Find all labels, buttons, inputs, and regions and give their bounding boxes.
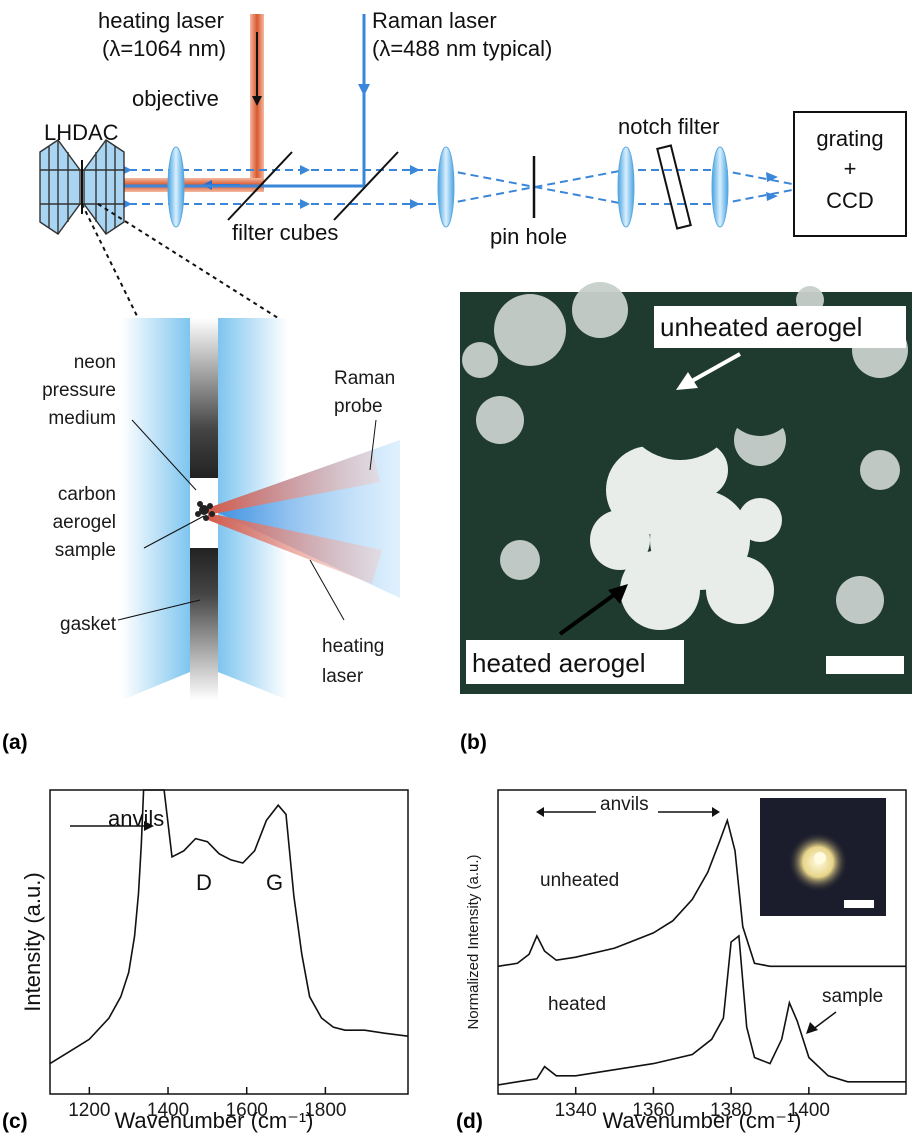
- chart-d-frame: [497, 789, 907, 1095]
- chart-c-xtick-label-0: 1200: [68, 1100, 110, 1121]
- chart-c-xlabel: Wavenumber (cm⁻¹): [114, 1108, 313, 1133]
- chart-d-xtick-label-1: 1360: [632, 1100, 674, 1121]
- gasket-label: gasket: [60, 614, 117, 635]
- lens-3: [617, 146, 635, 228]
- scale-bar: [826, 656, 904, 674]
- heating-laser-beam-red-1: [208, 450, 380, 515]
- raman-probe-label-1: Raman: [334, 368, 395, 389]
- heating-laser-detail-label-1: heating: [322, 636, 384, 657]
- notch-filter-label: notch filter: [618, 114, 720, 139]
- panel-label-b: (b): [460, 731, 487, 754]
- lens-2: [437, 146, 455, 228]
- chart-c-series-line: [49, 789, 409, 1065]
- chart-c: 1200 1400 1600 1800 anvils D G Wavenumber (…: [20, 789, 409, 1133]
- raman-wavelength-label: (λ=488 nm typical): [372, 36, 552, 61]
- sample-label-1: carbon: [58, 484, 116, 505]
- chart-c-d-label: D: [196, 870, 212, 895]
- chart-d-series-heated: [497, 934, 906, 1086]
- chart-c-ylabel: Intensity (a.u.): [20, 872, 45, 1011]
- neon-label-2: pressure: [42, 380, 116, 401]
- objective-label: objective: [132, 86, 219, 111]
- unheated-label-bg: [654, 306, 906, 348]
- objective-lens: [167, 146, 185, 228]
- raman-probe-label-2: probe: [334, 396, 383, 417]
- lhdac-label: LHDAC: [44, 120, 119, 145]
- lens-4: [711, 146, 729, 228]
- gasket-top: [190, 318, 218, 478]
- heating-laser-label: heating laser: [98, 8, 224, 33]
- chart-d-unheated-label: unheated: [540, 870, 619, 891]
- grating-ccd-box: [793, 111, 907, 237]
- chart-c-g-label: G: [266, 870, 283, 895]
- panel-label-c: (c): [2, 1110, 28, 1133]
- chart-d-xtick-label-3: 1400: [788, 1100, 830, 1121]
- pin-hole-label: pin hole: [490, 224, 567, 249]
- grating-label: grating: [816, 126, 883, 151]
- optical-setup: heating laser (λ=1064 nm) Raman laser (λ…: [39, 8, 907, 319]
- chart-d-xtick-label-2: 1380: [710, 1100, 752, 1121]
- chart-c-xtick-label-2: 1600: [226, 1100, 268, 1121]
- chart-d-series-unheated: [497, 817, 906, 968]
- ccd-label: CCD: [826, 188, 874, 213]
- unheated-aerogel-label: unheated aerogel: [660, 312, 862, 342]
- sample-label-3: sample: [55, 540, 116, 561]
- chart-c-frame: [49, 789, 409, 1095]
- chart-c-xtick-label-1: 1400: [147, 1100, 189, 1121]
- neon-label-3: medium: [48, 408, 116, 429]
- cell-detail: neon pressure medium carbon aerogel samp…: [42, 318, 400, 700]
- heating-laser-detail-label-2: laser: [322, 666, 364, 687]
- micrograph: unheated aerogel heated aerogel: [460, 282, 912, 694]
- chart-d-xtick-label-0: 1340: [555, 1100, 597, 1121]
- chart-d-xlabel: Wavenumber (cm⁻¹): [602, 1108, 801, 1133]
- anvil-left: [122, 318, 190, 700]
- heating-wavelength-label: (λ=1064 nm): [102, 36, 226, 61]
- chart-d-sample-label: sample: [822, 986, 883, 1007]
- neon-label-1: neon: [74, 352, 116, 373]
- heating-laser-beam-red-2: [208, 513, 382, 584]
- chart-c-anvils-label: anvils: [108, 806, 164, 831]
- heated-label-bg: [466, 640, 684, 684]
- chart-d-ylabel: Normalized Intensity (a.u.): [465, 854, 482, 1029]
- panel-label-d: (d): [456, 1110, 483, 1133]
- filter-cubes-label: filter cubes: [232, 220, 338, 245]
- heated-aerogel-label: heated aerogel: [472, 648, 645, 678]
- chart-d-anvils-label: anvils: [600, 794, 649, 815]
- notch-filter: [656, 144, 692, 230]
- panel-label-a: (a): [2, 731, 28, 754]
- aerogel-sample: [195, 501, 215, 521]
- sample-label-2: aerogel: [53, 512, 116, 533]
- plus-label: +: [844, 156, 857, 181]
- chart-c-xtick-label-3: 1800: [304, 1100, 346, 1121]
- gasket-bottom: [190, 548, 218, 700]
- lhdac-cell: [39, 139, 125, 235]
- chart-d-heated-label: heated: [548, 994, 606, 1015]
- raman-laser-label: Raman laser: [372, 8, 497, 33]
